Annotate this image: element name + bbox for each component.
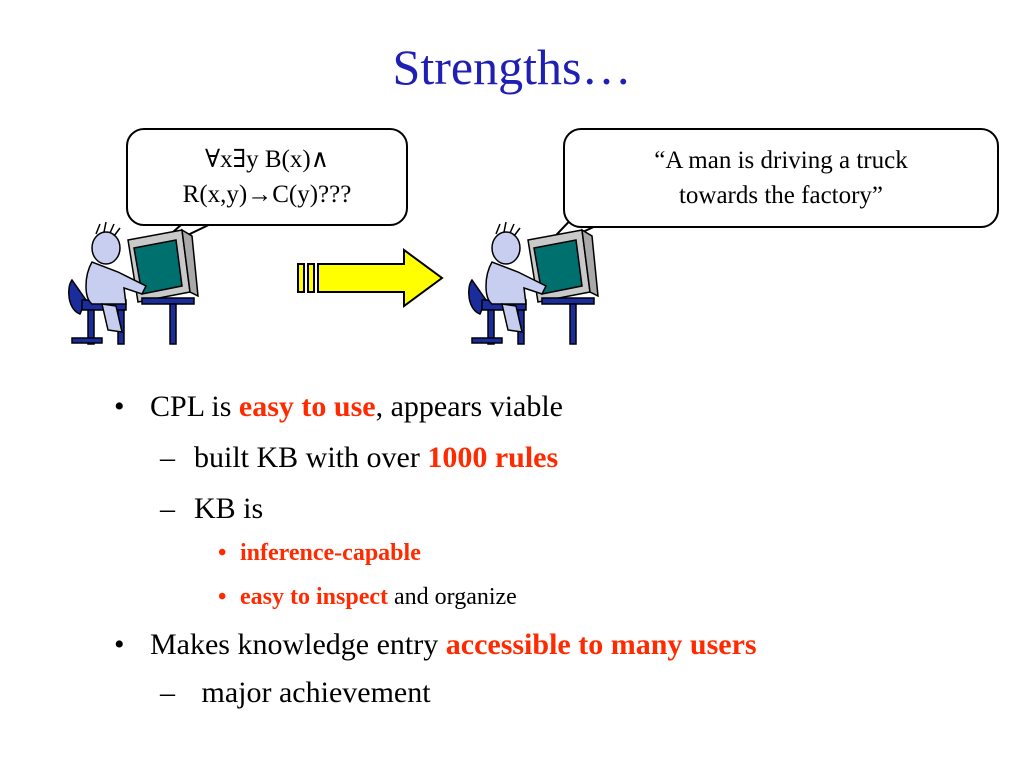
bubble-left-line1: ∀x∃y B(x)∧	[204, 146, 330, 173]
bubble-right-line1: “A man is driving a truck	[654, 147, 908, 174]
bullet-item: •inference-capable	[218, 540, 421, 566]
speech-bubble-logic: ∀x∃y B(x)∧ R(x,y)→C(y)???	[126, 128, 408, 226]
bullet-item: •easy to inspect and organize	[218, 584, 517, 610]
person-at-computer-icon	[67, 221, 199, 345]
bullet-item: •Makes knowledge entry accessible to man…	[114, 628, 757, 661]
bubble-left-line2: R(x,y)→C(y)???	[182, 181, 352, 208]
bubble-right-line2: towards the factory”	[678, 182, 884, 209]
speech-bubble-english: “A man is driving a truck towards the fa…	[563, 128, 999, 228]
person-at-computer-icon	[467, 221, 599, 345]
bullet-item: –built KB with over 1000 rules	[160, 441, 559, 474]
bullet-item: •CPL is easy to use, appears viable	[114, 390, 563, 423]
right-arrow-icon	[297, 248, 444, 308]
slide-title: Strengths…	[392, 39, 632, 95]
bullet-item: – major achievement	[160, 676, 431, 709]
bullet-item: –KB is	[160, 492, 264, 525]
